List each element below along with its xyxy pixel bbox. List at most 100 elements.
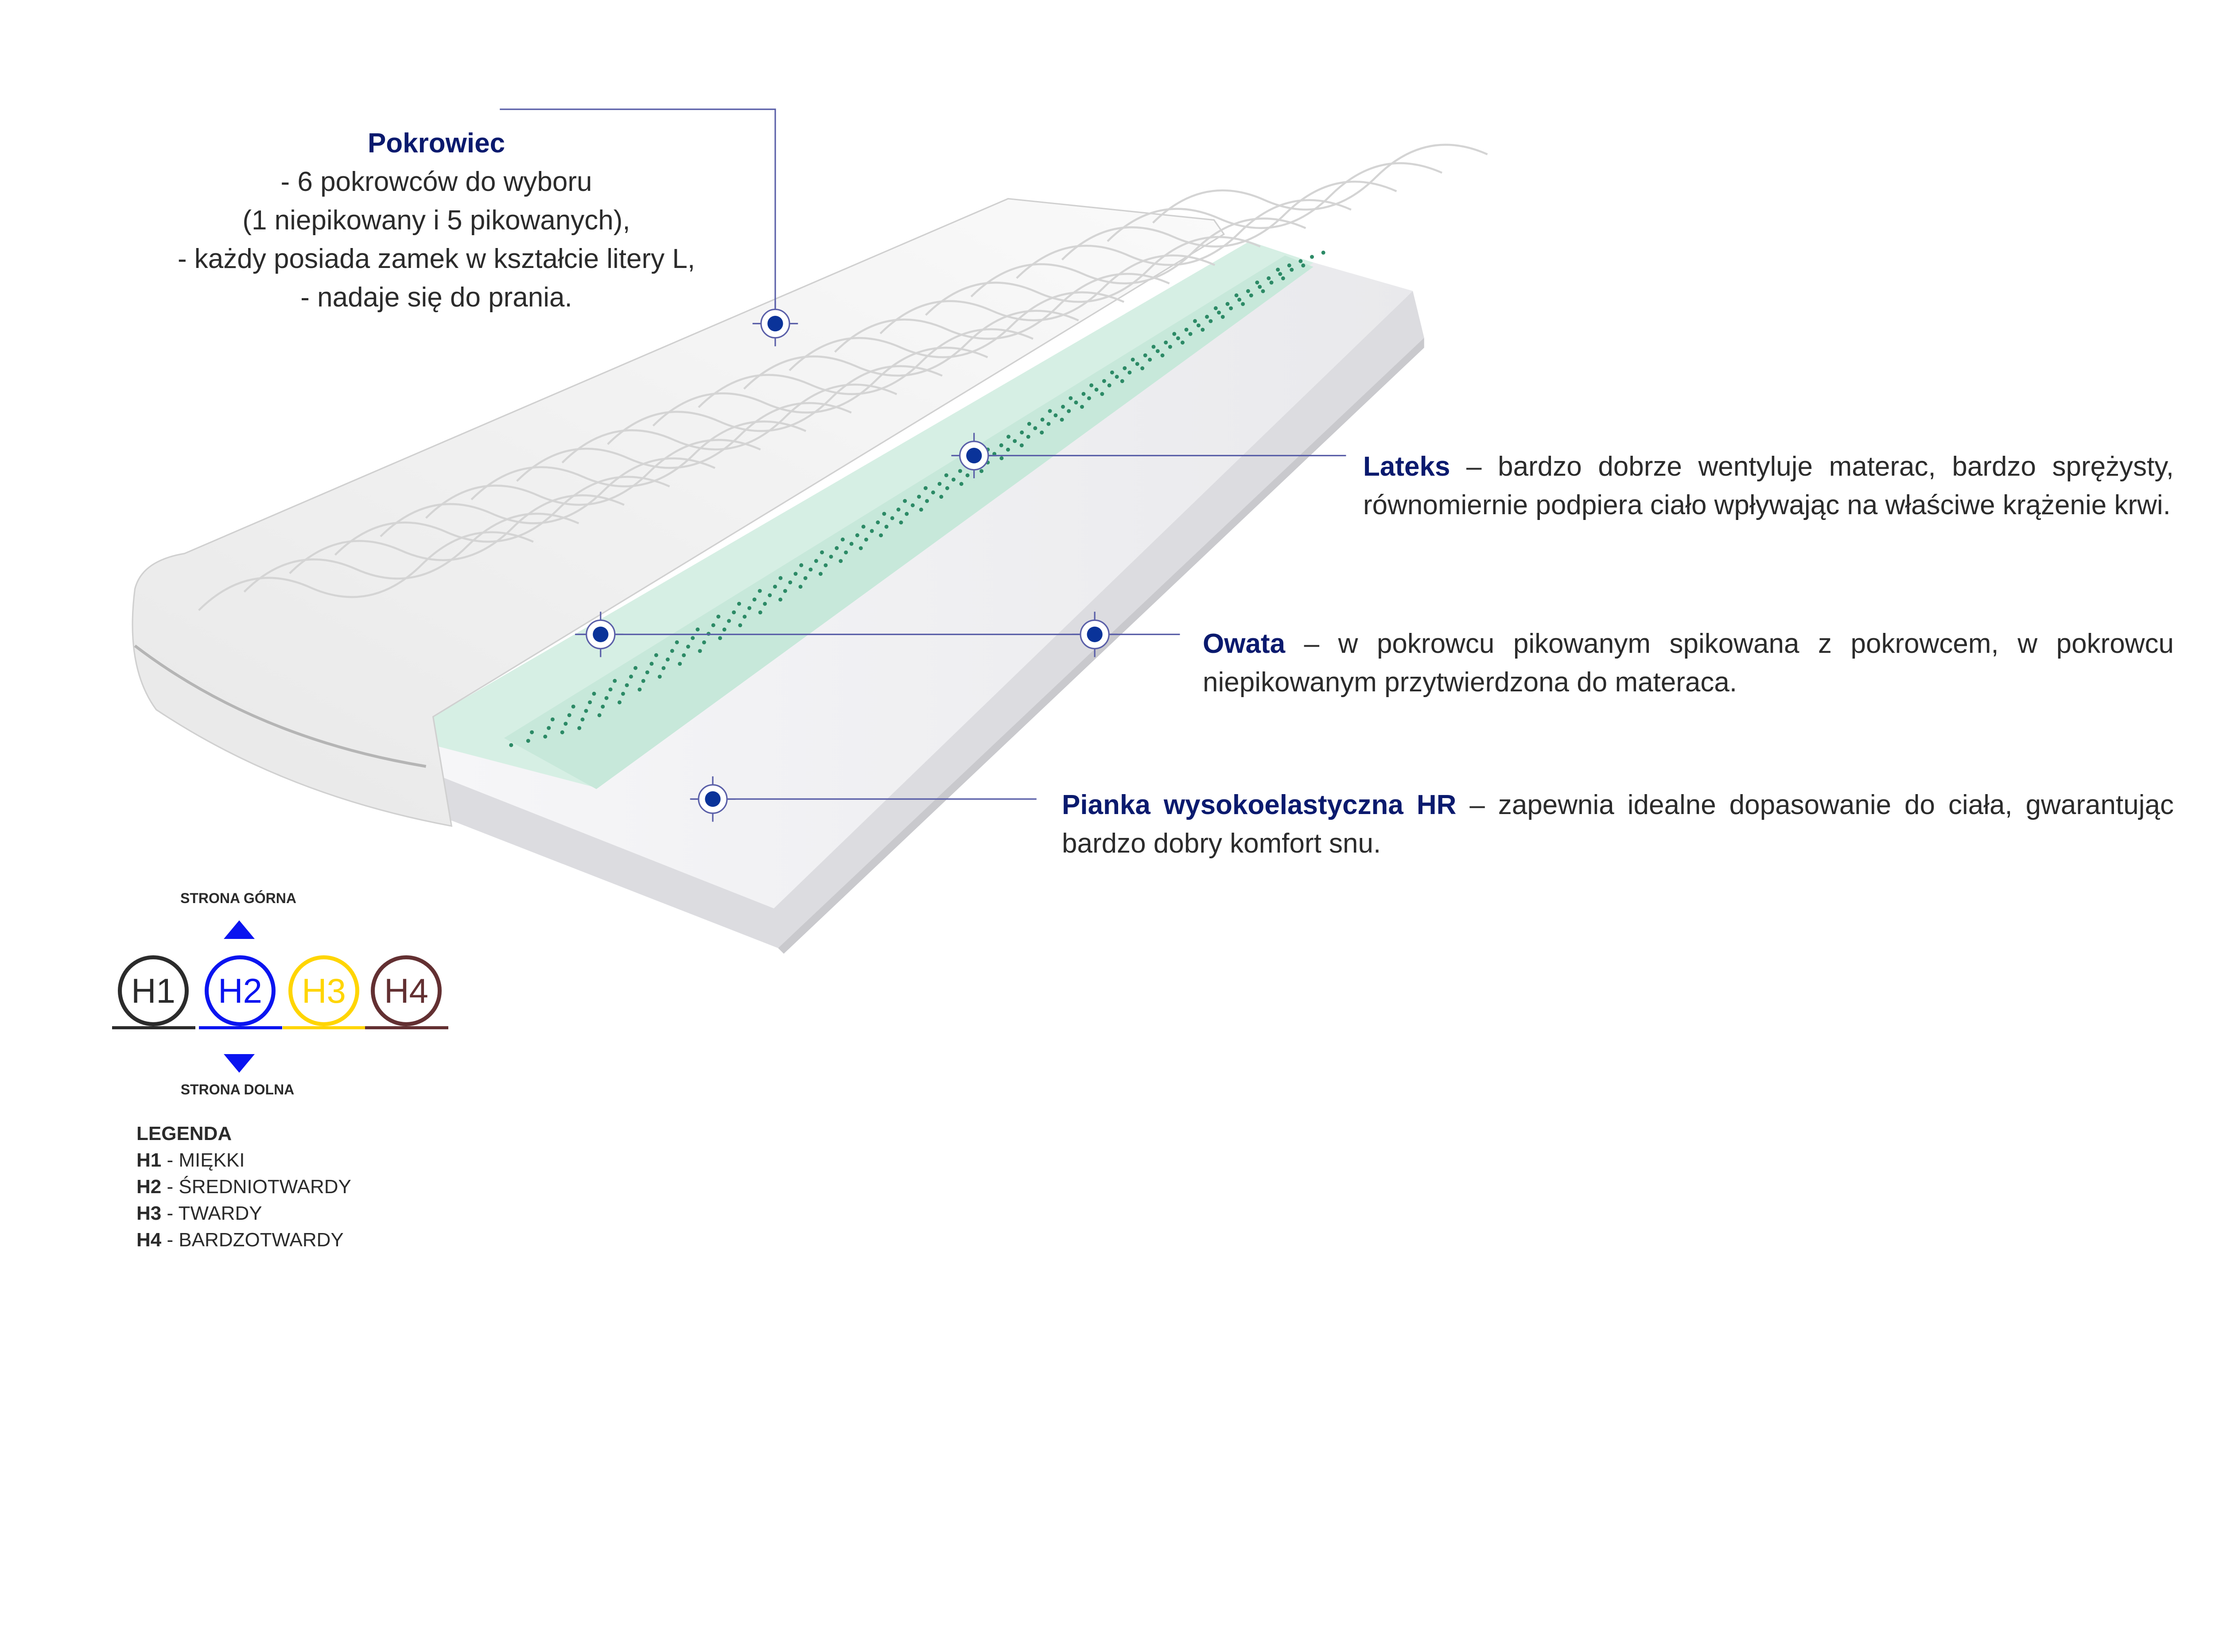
latex-hole (910, 503, 915, 508)
top-side-label: STRONA GÓRNA (180, 890, 296, 906)
latex-hole (560, 730, 564, 734)
latex-hole (876, 520, 880, 524)
callout-marker-icon (578, 612, 624, 657)
latex-hole (1237, 298, 1242, 302)
latex-hole (1269, 280, 1274, 285)
latex-hole (1225, 302, 1230, 306)
latex-hole (1102, 379, 1106, 383)
hardness-underline (199, 1026, 282, 1029)
latex-hole (778, 597, 783, 602)
latex-hole (738, 623, 742, 628)
latex-hole (1188, 332, 1193, 336)
quilting-line (1152, 143, 1488, 224)
latex-hole (925, 499, 929, 503)
arrow-down-icon (224, 1054, 255, 1073)
hardness-h3-circle: H3 (288, 955, 359, 1026)
quilting-line (1061, 180, 1397, 261)
latex-hole (1060, 418, 1064, 422)
latex-hole (1234, 293, 1239, 298)
legend-row: H3 - TWARDY (136, 1202, 262, 1224)
callout-marker-icon (690, 776, 736, 822)
pokrowiec-description: Pokrowiec - 6 pokrowców do wyboru (1 nie… (146, 124, 727, 317)
latex-hole (617, 700, 622, 705)
latex-hole (1298, 259, 1303, 264)
latex-hole (999, 443, 1003, 447)
latex-hole (763, 601, 767, 606)
callout-marker-icon (752, 301, 798, 346)
latex-hole (1131, 357, 1135, 362)
latex-hole (727, 619, 731, 623)
hardness-underline (283, 1026, 366, 1029)
pokrowiec-line: - 6 pokrowców do wyboru (280, 167, 592, 197)
latex-hole (1281, 276, 1285, 280)
latex-hole (959, 482, 964, 486)
callout-marker-icon (951, 433, 997, 478)
latex-hole (1120, 379, 1124, 384)
latex-hole (1107, 383, 1111, 388)
latex-hole (686, 644, 690, 649)
latex-hole (547, 726, 551, 730)
latex-hole (1040, 417, 1045, 422)
latex-hole (999, 456, 1004, 461)
latex-hole (919, 508, 923, 512)
latex-hole (945, 486, 949, 490)
latex-hole (563, 721, 568, 726)
latex-hole (965, 473, 970, 477)
latex-hole (979, 469, 984, 473)
latex-hole (1020, 430, 1024, 434)
latex-hole (742, 614, 747, 619)
latex-hole (793, 572, 798, 576)
latex-hole (835, 546, 839, 551)
latex-hole (820, 550, 824, 555)
latex-hole (803, 576, 808, 580)
latex-hole (1193, 319, 1197, 323)
latex-hole (597, 713, 602, 717)
quilting-line (970, 217, 1306, 298)
latex-hole (773, 585, 777, 589)
quilting-line (334, 476, 670, 556)
latex-hole (509, 743, 513, 747)
quilting-line (516, 402, 852, 482)
latex-hole (654, 653, 658, 657)
latex-hole (1074, 400, 1078, 405)
latex-hole (601, 704, 605, 709)
legend: LEGENDA H1 - MIĘKKI H2 - ŚREDNIOTWARDY H… (136, 1121, 351, 1253)
latex-hole (682, 653, 686, 657)
lateks-title: Lateks (1363, 451, 1450, 482)
latex-hole (1196, 323, 1201, 328)
latex-hole (1081, 392, 1086, 396)
latex-hole (732, 610, 736, 615)
latex-hole (1135, 362, 1139, 366)
arrow-up-icon (224, 920, 255, 939)
quilting-line (607, 365, 943, 445)
latex-hole (608, 687, 613, 692)
latex-hole (613, 679, 617, 683)
latex-hole (1053, 413, 1058, 418)
latex-hole (1310, 255, 1314, 259)
latex-hole (629, 675, 633, 679)
quilting-line (425, 439, 761, 519)
quilting-line (743, 310, 1079, 390)
latex-hole (657, 675, 662, 679)
latex-hole (678, 662, 682, 666)
latex-hole (1140, 366, 1145, 371)
bottom-side-label: STRONA DOLNA (180, 1082, 295, 1097)
latex-hole (882, 512, 886, 516)
latex-hole (665, 657, 670, 662)
latex-hole (1127, 370, 1132, 375)
latex-hole (1321, 250, 1325, 255)
latex-hole (758, 610, 762, 615)
latex-hole (899, 520, 903, 525)
latex-hole (577, 726, 582, 730)
latex-hole (1184, 327, 1189, 332)
latex-hole (633, 666, 637, 670)
latex-hole (1048, 409, 1052, 413)
latex-hole (903, 499, 907, 503)
quilting-line (652, 346, 988, 427)
latex-hole (1040, 430, 1044, 435)
latex-hole (864, 537, 868, 542)
pianka-text: – zapewnia idealne dopasowanie do ciała,… (1062, 790, 2174, 859)
latex-hole (1201, 327, 1205, 332)
legend-row: H4 - BARDZOTWARDY (136, 1229, 344, 1251)
callout-marker-icon (1072, 612, 1118, 657)
